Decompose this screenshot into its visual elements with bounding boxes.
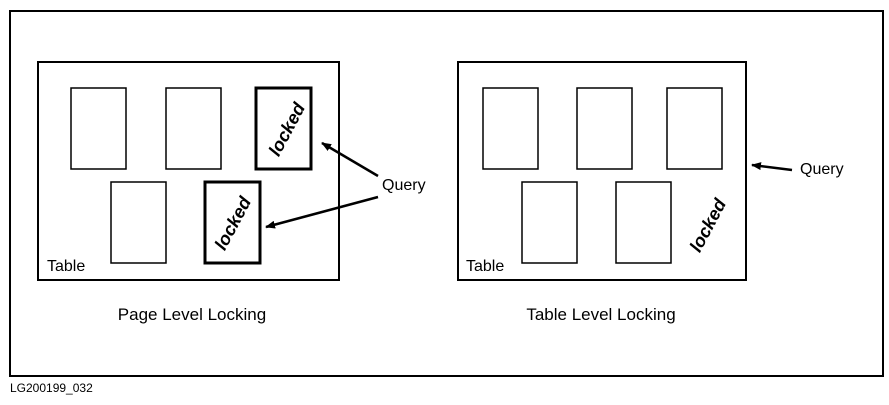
left-page-3-locked [254,86,313,171]
left-caption: Page Level Locking [118,305,266,324]
left-table-label: Table [47,258,85,275]
right-page-3 [666,87,723,170]
left-locked-label-2: locked [211,193,256,254]
right-page-1 [482,87,539,170]
left-page-4 [110,181,167,264]
right-table-label: Table [466,258,504,275]
right-locked-label: locked [686,195,731,256]
left-query-arrow-upper [321,141,379,178]
left-locked-label-1: locked [265,99,310,160]
outer-frame [9,10,884,377]
right-page-4 [521,181,578,264]
left-page-5-locked [203,180,262,265]
right-query-arrow [751,162,793,172]
left-page-2 [165,87,222,170]
left-page-1 [70,87,127,170]
right-page-2 [576,87,633,170]
right-query-label: Query [800,161,844,178]
left-table-box [37,61,340,281]
right-page-5 [615,181,672,264]
left-query-label: Query [382,177,426,194]
figure-id-label: LG200199_032 [10,381,93,395]
left-query-arrow-lower [265,195,379,229]
right-table-box [457,61,747,281]
right-caption: Table Level Locking [526,305,675,324]
